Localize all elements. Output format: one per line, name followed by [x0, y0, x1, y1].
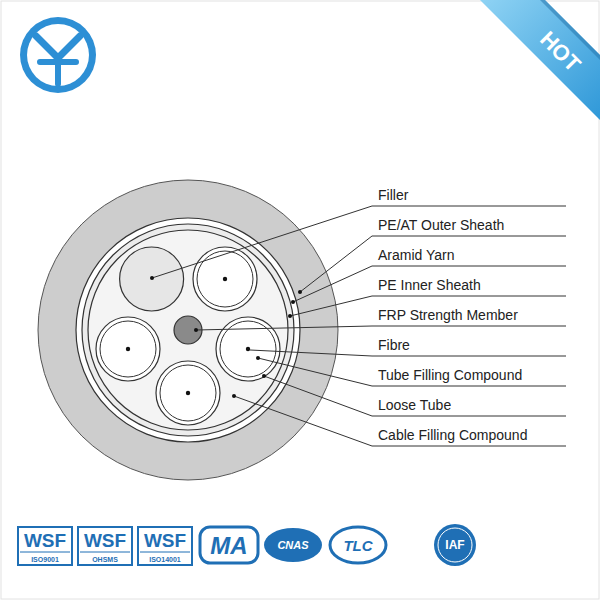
leader-dot [288, 314, 292, 318]
loose-tube [156, 361, 220, 425]
loose-tube [193, 247, 257, 311]
leader-line [264, 376, 566, 416]
leader-dot [262, 374, 266, 378]
leader-line [234, 396, 566, 446]
part-label: Fibre [378, 338, 410, 352]
fibre-dot [186, 391, 190, 395]
standard-code: ISO9001 [31, 556, 59, 563]
fibre-dot [246, 347, 250, 351]
tube-wall [156, 361, 220, 425]
logo-t [40, 58, 76, 84]
iaf-mark: IAF [445, 539, 464, 551]
tlc-mark: TLC [343, 538, 372, 553]
cable-core [88, 230, 288, 430]
fibre-dot [126, 347, 130, 351]
leader-dot [298, 290, 302, 294]
wsf-mark: WSF [144, 531, 186, 550]
tube-wall [216, 317, 280, 381]
leader-line [152, 206, 566, 278]
cnas-mark: CNAS [277, 540, 308, 551]
leader-dot [150, 276, 154, 280]
leader-lines [152, 206, 566, 446]
leader-dot [232, 394, 236, 398]
filler-rod [120, 247, 184, 311]
part-label: PE Inner Sheath [378, 278, 481, 292]
badge-rule [140, 552, 190, 553]
aramid-yarn-layer [76, 218, 300, 442]
ma-badge [200, 527, 258, 563]
standard-code: ISO14001 [149, 556, 181, 563]
part-label: Tube Filling Compound [378, 368, 522, 382]
logo-y [36, 36, 80, 58]
leader-line [258, 358, 566, 386]
wsf-mark: WSF [24, 531, 66, 550]
cnas-badge [264, 528, 322, 562]
cable-section [38, 180, 338, 480]
leader-line [293, 266, 566, 302]
tube-wall [193, 247, 257, 311]
part-label: Filler [378, 188, 408, 202]
leader-line [300, 236, 566, 292]
leader-dots [150, 276, 302, 398]
part-label: Aramid Yarn [378, 248, 455, 262]
loose-tube [216, 317, 280, 381]
inner-sheath [82, 224, 294, 436]
standard-code: OHSMS [92, 556, 118, 563]
wsf-badge [78, 527, 132, 565]
iaf-ring [438, 528, 472, 562]
loose-tube [96, 317, 160, 381]
part-label: FRP Strength Member [378, 308, 518, 322]
tube-inner [197, 251, 253, 307]
leader-line [196, 326, 566, 330]
logo-inner [27, 24, 89, 86]
fibre-dot [223, 277, 227, 281]
ma-mark: MA [210, 534, 247, 558]
tube-wall [96, 317, 160, 381]
leader-dot [291, 300, 295, 304]
part-label: PE/AT Outer Sheath [378, 218, 504, 232]
certification-logos [18, 524, 476, 566]
iaf-badge [434, 524, 476, 566]
frp-strength-member [174, 316, 202, 344]
wsf-badge [18, 527, 72, 565]
tlc-badge [330, 527, 386, 563]
hot-ribbon [480, 0, 600, 120]
part-label: Loose Tube [378, 398, 451, 412]
wsf-mark: WSF [84, 531, 126, 550]
leader-dot [194, 328, 198, 332]
company-logo [20, 17, 96, 93]
badge-rule [80, 552, 130, 553]
badge-rule [20, 552, 70, 553]
outer-sheath [38, 180, 338, 480]
leader-dot [256, 356, 260, 360]
wsf-badge [138, 527, 192, 565]
part-label: Cable Filling Compound [378, 428, 527, 442]
tube-inner [100, 321, 156, 377]
logo-ring [20, 17, 96, 93]
tube-inner [160, 365, 216, 421]
